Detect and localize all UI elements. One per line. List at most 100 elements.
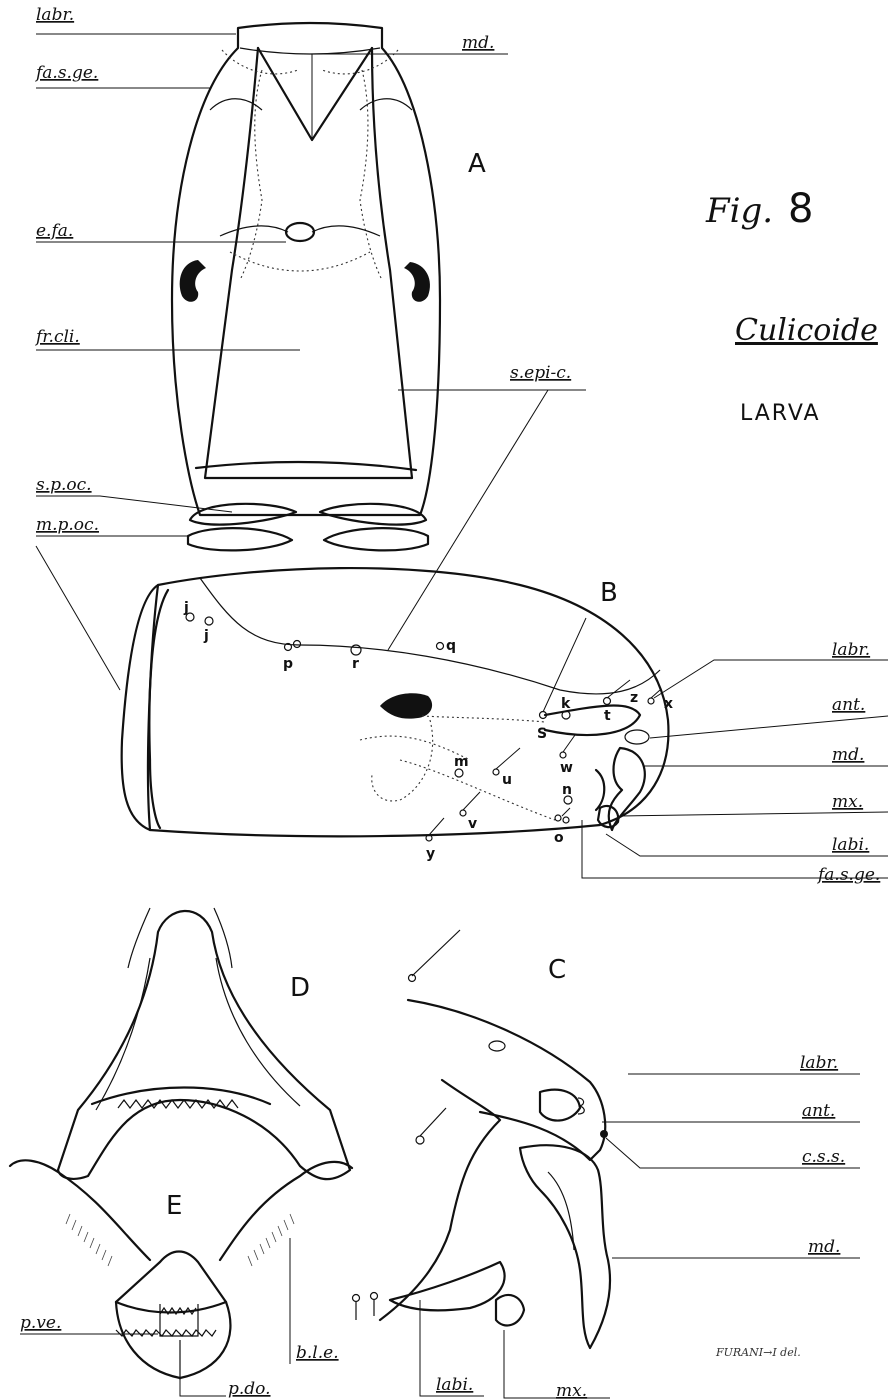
seta-p2-ring (294, 641, 301, 648)
seta-z: z (630, 690, 638, 706)
seta-m-ring (455, 769, 463, 777)
label-a-labr: labr. (36, 5, 74, 25)
pharynx-outline (58, 911, 350, 1179)
seta-j2: j (203, 628, 209, 644)
mandible-inner-c (548, 1172, 574, 1250)
posterior-margin (196, 462, 416, 470)
seta-k: k (561, 696, 571, 712)
inner-dotted-structure-left (240, 70, 262, 280)
leader-a-m-p-oc-to-b (36, 546, 120, 690)
eye-left (180, 260, 206, 302)
antenna-c (540, 1090, 580, 1121)
mandible-lateral (609, 748, 645, 830)
label-b-labr: labr. (832, 640, 870, 660)
seta-c-low1 (353, 1295, 360, 1302)
epipharynx-wings (220, 226, 380, 236)
panel-b-letter: B (600, 578, 618, 608)
seta-o: o (554, 830, 564, 846)
frontoclypeus-plate (205, 48, 412, 478)
panel-b-drawing: j j p r q S k t z x m u w v n o y B (122, 568, 673, 862)
artist-signature: FURANI→I del. (715, 1346, 801, 1359)
seta-w-ring (560, 752, 566, 758)
antenna-socket (625, 730, 649, 744)
panel-e-labels: p.ve. b.l.e. p.do. (20, 1238, 339, 1399)
dorsal-suture (200, 578, 660, 694)
label-c-labi: labi. (436, 1375, 473, 1395)
postoccipital-collar (122, 585, 168, 830)
pharynx-inner-right (216, 958, 300, 1106)
labium-c (390, 1262, 505, 1310)
panel-a-labels: labr. md. fa.s.ge. e.fa. fr.cli. s.epi-c… (34, 5, 586, 690)
label-b-labi: labi. (832, 835, 869, 855)
title-block: Fig. 8 Culicoide LARVA (705, 186, 878, 426)
label-b-ant: ant. (832, 695, 865, 715)
antennal-region (545, 706, 640, 735)
panel-e-drawing: E (66, 1191, 294, 1380)
frontoclypeus-apex (258, 48, 372, 140)
pharynx-horn-left (128, 908, 150, 968)
mouth-hook-c (380, 1080, 500, 1320)
seta-w: w (560, 760, 573, 776)
label-a-fr-cli: fr.cli. (34, 327, 80, 347)
head-capsule-outline (172, 23, 440, 515)
seta-o1-ring (555, 815, 561, 821)
label-a-s-p-oc: s.p.oc. (36, 475, 92, 495)
seta-s: S (537, 726, 547, 742)
leader-b-ant (650, 716, 888, 738)
seta-u-ring (493, 769, 499, 775)
label-a-e-fa: e.fa. (36, 221, 73, 241)
seta-u: u (502, 772, 512, 788)
label-e-p-do: p.do. (228, 1379, 271, 1399)
seta-p: p (283, 656, 293, 672)
seta-v-ring (460, 810, 466, 816)
epipharynx-hatch-right (248, 1214, 294, 1266)
seta-m: m (454, 754, 469, 770)
epipharynx-dotted-arc (230, 252, 370, 271)
panel-a-drawing: A (172, 23, 486, 550)
epipharynx-plate (116, 1252, 226, 1313)
panel-c-drawing: C (353, 930, 610, 1348)
seta-r-ring (351, 645, 361, 655)
pharynx-inner-left (96, 958, 150, 1110)
seta-v: v (468, 816, 477, 832)
seta-t-ring (604, 698, 611, 705)
panel-c-letter: C (548, 955, 566, 985)
panel-d-letter: D (290, 973, 310, 1003)
css-dot (600, 1130, 608, 1138)
seta-c-long (412, 930, 460, 976)
label-a-md: md. (462, 33, 494, 53)
seta-x: x (664, 696, 673, 712)
label-a-m-p-oc: m.p.oc. (36, 515, 99, 535)
seta-j1: j (183, 600, 189, 616)
leader-b-mx (620, 812, 888, 816)
label-a-fa-s-ge: fa.s.ge. (34, 63, 98, 83)
seta-o2-ring (563, 817, 569, 823)
epipharynx-hatch-left (66, 1214, 112, 1266)
mandible-curve-right (360, 99, 412, 110)
label-c-c-s-s: c.s.s. (802, 1147, 845, 1167)
seta-c-low-stalks (356, 1300, 374, 1320)
label-c-labr: labr. (800, 1053, 838, 1073)
stage-label: LARVA (740, 401, 821, 426)
mandible-c (520, 1145, 610, 1348)
pharynx-comb-plate (92, 1088, 270, 1105)
labrum-seta-ring (489, 1041, 505, 1051)
seta-c-mid (416, 1136, 424, 1144)
seta-y: y (426, 846, 435, 862)
seta-n: n (562, 782, 572, 798)
leader-b-labr (654, 660, 888, 698)
seta-q: q (446, 638, 456, 654)
panel-b-labels: labr. ant. md. mx. labi. fa.s.ge. (582, 640, 888, 885)
occipital-ring-left (188, 528, 292, 550)
occipital-ring-right (324, 528, 428, 550)
epipharynx-ring (286, 223, 314, 241)
label-b-md: md. (832, 745, 864, 765)
label-b-fa-s-ge: fa.s.ge. (816, 865, 880, 885)
panel-e-letter: E (166, 1191, 182, 1221)
seta-x-ring (648, 698, 654, 704)
seta-q-ring (437, 643, 444, 650)
setae-b (186, 613, 660, 841)
seta-c-low2 (371, 1293, 378, 1300)
labium-lateral (596, 770, 604, 810)
